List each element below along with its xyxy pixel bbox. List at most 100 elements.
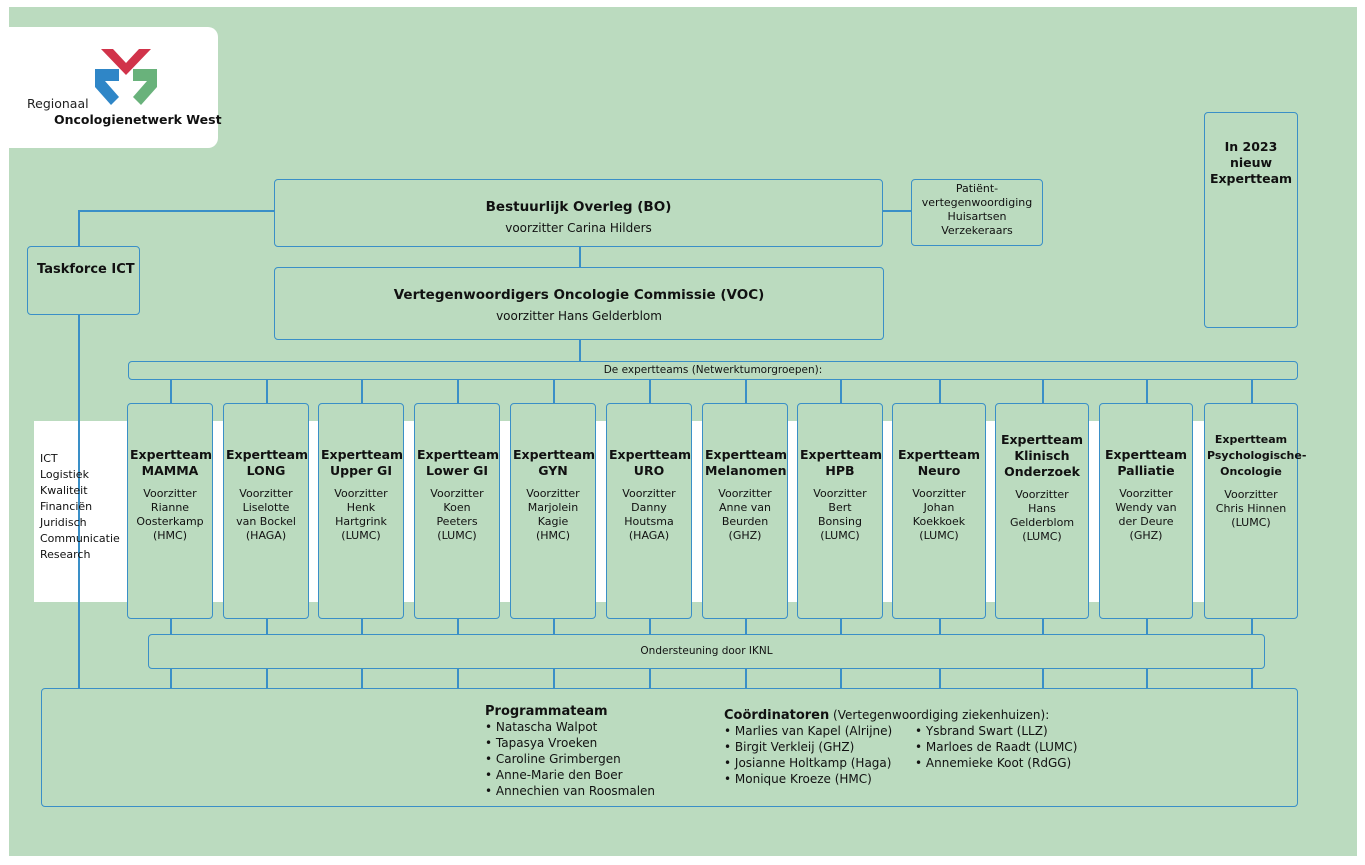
program-member-name: Tapasya Vroeken <box>495 736 598 750</box>
connector-line <box>1251 619 1253 634</box>
coordinator: • Marloes de Raadt (LUMC) <box>915 739 1077 755</box>
support-box: Ondersteuning door IKNL <box>148 634 1265 669</box>
team-name-line: URO <box>633 463 665 478</box>
bullet-icon: • <box>915 740 926 754</box>
team-chair-line: (LUMC) <box>820 529 860 542</box>
team-name-line: Oncologie <box>1220 465 1282 478</box>
connector-line <box>78 210 80 247</box>
ict-item: Financiën <box>40 500 93 513</box>
connector-line <box>882 210 912 212</box>
team-name-line: Onderzoek <box>1004 464 1080 479</box>
team-chair-line: Hartgrink <box>335 515 387 528</box>
team-chair-line: Hans <box>1028 502 1056 515</box>
ict-item: Research <box>40 548 91 561</box>
bullet-icon: • <box>724 772 735 786</box>
team-chair-line: Anne van <box>719 501 771 514</box>
team-name-line: Expertteam <box>130 447 213 462</box>
patient-line: Verzekeraars <box>941 224 1013 237</box>
coordinator: • Monique Kroeze (HMC) <box>724 771 915 787</box>
team-name-line: Melanomen <box>705 463 787 478</box>
logo-text-network: Oncologienetwerk West <box>54 112 222 127</box>
team-chair-line: (GHZ) <box>728 529 762 542</box>
connector-line <box>170 619 172 634</box>
bullet-icon: • <box>485 720 496 734</box>
connector-line <box>649 619 651 634</box>
team-name-line: Expertteam <box>226 447 309 462</box>
coordinator: • Marlies van Kapel (Alrijne) <box>724 723 915 739</box>
connector-line <box>840 619 842 634</box>
team-chair-line: Chris Hinnen <box>1215 502 1287 515</box>
coordinator: • Annemieke Koot (RdGG) <box>915 755 1077 771</box>
program-team: Programmateam • Natascha Walpot• Tapasya… <box>485 704 655 799</box>
connector-line <box>939 669 941 688</box>
ict-item: ICT <box>40 452 58 465</box>
connector-line <box>266 669 268 688</box>
connector-line <box>745 669 747 688</box>
support-label: Ondersteuning door IKNL <box>640 645 773 657</box>
coordinator-name: Ysbrand Swart (LLZ) <box>925 724 1048 738</box>
team-chair-line: (LUMC) <box>919 529 959 542</box>
team-chair-line: Gelderblom <box>1009 516 1075 529</box>
team-chair-line: Bonsing <box>818 515 862 528</box>
team-chair-line: Marjolein <box>527 501 579 514</box>
patient-line: Patiënt- <box>955 182 999 195</box>
connector-line <box>939 380 941 403</box>
connector-line <box>745 380 747 403</box>
connector-line <box>170 380 172 403</box>
ict-item: Kwaliteit <box>40 484 88 497</box>
voc-box: Vertegenwoordigers Oncologie Commissie (… <box>274 267 884 340</box>
patient-line: Huisartsen <box>947 210 1007 223</box>
team-chair-line: Koekkoek <box>912 515 966 528</box>
taskforce-box: Taskforce ICT <box>27 246 140 315</box>
program-member: • Natascha Walpot <box>485 719 655 735</box>
connector-line <box>1042 669 1044 688</box>
connector-line <box>266 619 268 634</box>
team-chair-line: (LUMC) <box>1231 516 1271 529</box>
team-name-line: Expertteam <box>609 447 692 462</box>
coordinator: • Josianne Holtkamp (Haga) <box>724 755 915 771</box>
connector-line <box>170 669 172 688</box>
team-name-line: Expertteam <box>897 447 981 462</box>
new-team-line: nieuw <box>1229 155 1273 170</box>
expertteams-header-label: De expertteams (Netwerktumorgroepen): <box>603 364 823 376</box>
bullet-icon: • <box>724 740 735 754</box>
connector-line <box>78 315 80 688</box>
connector-line <box>1146 619 1148 634</box>
team-name-line: MAMMA <box>141 463 199 478</box>
team-chair-line: Voorzitter <box>239 487 293 500</box>
team-chair-line: Voorzitter <box>718 487 772 500</box>
new-team-line: Expertteam <box>1209 171 1293 186</box>
voc-subtitle: voorzitter Hans Gelderblom <box>496 309 662 323</box>
team-name-line: Palliatie <box>1117 463 1175 478</box>
logo-text-regionaal: Regionaal <box>27 96 89 111</box>
taskforce-title: Taskforce ICT <box>37 262 135 277</box>
team-name-line: Expertteam <box>800 447 883 462</box>
logo-card <box>9 27 218 148</box>
connector-line <box>579 247 581 267</box>
team-chair-line: Voorzitter <box>1119 487 1173 500</box>
bottom-box: Programmateam • Natascha Walpot• Tapasya… <box>41 688 1298 807</box>
team-chair-line: Voorzitter <box>1015 488 1069 501</box>
bo-title: Bestuurlijk Overleg (BO) <box>485 199 672 215</box>
team-chair-line: Wendy van <box>1115 501 1177 514</box>
team-name-line: Expertteam <box>417 447 500 462</box>
connector-line <box>1042 380 1044 403</box>
connector-line <box>457 619 459 634</box>
team-chair-line: Voorzitter <box>912 487 966 500</box>
team-chair-line: (GHZ) <box>1129 529 1163 542</box>
coordinators-subtitle: (Vertegenwoordiging ziekenhuizen): <box>829 708 1050 722</box>
team-name-line: GYN <box>538 463 568 478</box>
coordinators-title: Coördinatoren <box>724 708 830 723</box>
connector-line <box>649 380 651 403</box>
